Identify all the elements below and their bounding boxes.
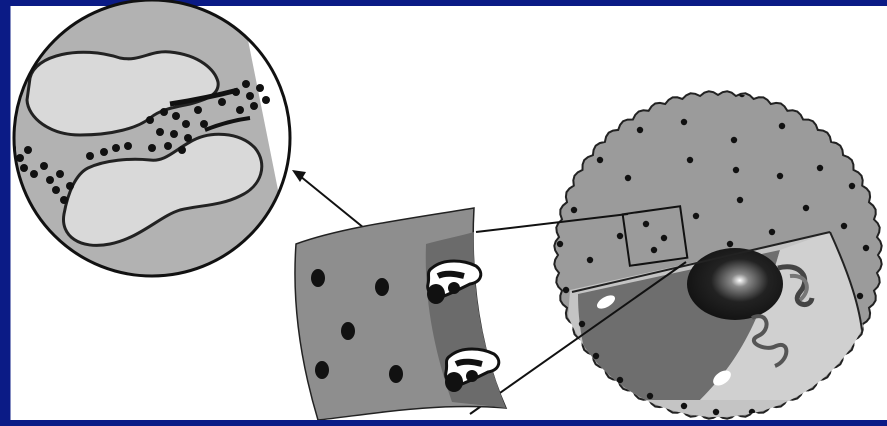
ligand-dot — [246, 92, 254, 100]
cell-surface-dot — [859, 337, 865, 343]
cell-surface-dot — [857, 293, 863, 299]
cell-surface-dot — [661, 235, 667, 241]
ligand-dot — [178, 146, 186, 154]
cell-surface-dot — [593, 353, 599, 359]
cell-surface-dot — [697, 81, 703, 87]
cell-surface-dot — [657, 93, 663, 99]
ligand-dot — [24, 146, 32, 154]
cell-surface-dot — [817, 391, 823, 397]
cell-surface-dot — [607, 77, 613, 83]
cell-surface-dot — [737, 197, 743, 203]
ligand-dot — [242, 80, 250, 88]
ligand-dot — [200, 120, 208, 128]
cell-surface-dot — [733, 167, 739, 173]
cell-surface-dot — [777, 173, 783, 179]
cell-surface-dot — [571, 207, 577, 213]
cell-surface-dot — [617, 233, 623, 239]
patch-receptor-dot — [375, 278, 389, 296]
cell-surface-dot — [841, 223, 847, 229]
cell-surface-dot — [863, 245, 869, 251]
cell-surface-dot — [787, 97, 793, 103]
cell-surface-dot — [713, 409, 719, 415]
cell-surface-dot — [731, 137, 737, 143]
ligand-dot — [30, 170, 38, 178]
cell-surface-dot — [651, 247, 657, 253]
ligand-dot — [182, 120, 190, 128]
ligand-dot — [124, 142, 132, 150]
ligand-dot — [46, 176, 54, 184]
cell-surface-dot — [693, 213, 699, 219]
cell-surface-dot — [579, 321, 585, 327]
cell-surface-dot — [727, 241, 733, 247]
cell-surface-dot — [557, 241, 563, 247]
ligand-dot — [232, 88, 240, 96]
ligand-dot — [56, 170, 64, 178]
ligand-dot — [146, 116, 154, 124]
ligand-dot — [184, 134, 192, 142]
cell-surface-dot — [647, 393, 653, 399]
ligand-dot — [170, 130, 178, 138]
ligand-dot — [194, 106, 202, 114]
ligand-dot — [164, 142, 172, 150]
cell-surface-dot — [769, 229, 775, 235]
ligand-dot — [100, 148, 108, 156]
ligand-dot — [262, 96, 270, 104]
cell-surface-dot — [779, 123, 785, 129]
ligand-dot — [160, 108, 168, 116]
ligand-dot — [40, 162, 48, 170]
cell-surface-dot — [803, 205, 809, 211]
ligand-dot — [112, 144, 120, 152]
membrane-patch — [295, 208, 506, 420]
cell-surface-dot — [817, 165, 823, 171]
ligand-dot — [66, 182, 74, 190]
cell-surface-dot — [849, 183, 855, 189]
ligand-dot — [218, 98, 226, 106]
ligand-dot — [250, 102, 258, 110]
nucleus — [687, 248, 783, 320]
ligand-dot — [86, 152, 94, 160]
cell-surface-dot — [643, 221, 649, 227]
ligand-dot — [156, 128, 164, 136]
patch-receptor-dot — [341, 322, 355, 340]
cell — [554, 77, 887, 426]
cell-surface-dot — [787, 405, 793, 411]
cell-surface-dot — [597, 157, 603, 163]
cell-surface-dot — [681, 119, 687, 125]
cell-surface-dot — [681, 403, 687, 409]
cell-surface-dot — [637, 127, 643, 133]
patch-receptor-dot — [389, 365, 403, 383]
cell-surface-dot — [843, 369, 849, 375]
cell-surface-dot — [563, 287, 569, 293]
ligand-dot — [256, 84, 264, 92]
cell-surface-dot — [587, 257, 593, 263]
cell-surface-dot — [625, 175, 631, 181]
ligand-dot — [60, 196, 68, 204]
patch-receptor-dot — [315, 361, 329, 379]
ligand-dot — [52, 186, 60, 194]
ligand-dot — [236, 106, 244, 114]
ligand-dot — [148, 144, 156, 152]
ligand-dot — [20, 164, 28, 172]
zoom-inset — [0, 0, 300, 300]
cell-surface-dot — [813, 89, 819, 95]
patch-receptor-dot — [311, 269, 325, 287]
cell-surface-dot — [617, 377, 623, 383]
ligand-dot — [172, 112, 180, 120]
cell-surface-dot — [825, 125, 831, 131]
cell-surface-dot — [687, 157, 693, 163]
